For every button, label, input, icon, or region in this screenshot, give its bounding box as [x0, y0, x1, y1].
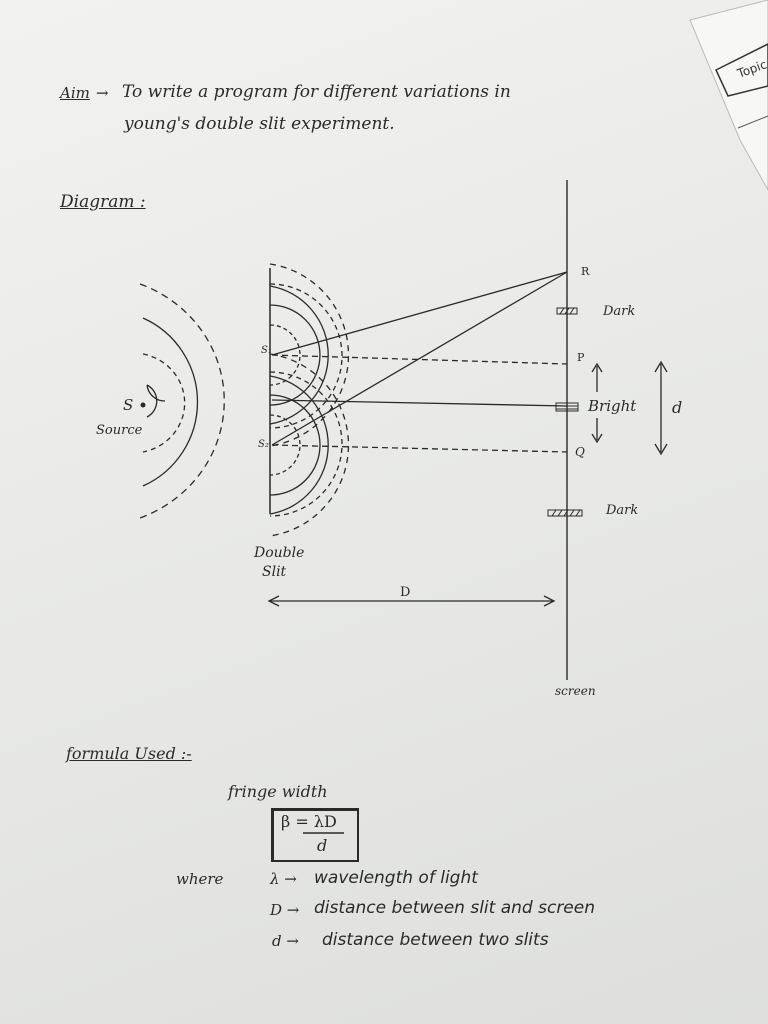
- label-s1: S₁: [261, 345, 272, 356]
- def-symbol-d: d →: [272, 932, 299, 950]
- label-bright: Bright: [588, 397, 637, 415]
- label-slit: Slit: [262, 564, 287, 580]
- where-label: where: [176, 870, 224, 888]
- fringe-width-label: fringe width: [228, 782, 328, 801]
- formula-heading: formula Used :-: [66, 744, 192, 763]
- label-source: Source: [96, 423, 143, 438]
- def-text-lambda: wavelength of light: [314, 868, 478, 888]
- def-symbol-D: D →: [270, 901, 300, 919]
- label-q: Q: [575, 445, 585, 459]
- formula-denominator: d: [317, 836, 328, 855]
- label-d-large: D: [400, 585, 411, 600]
- label-p: P: [577, 351, 585, 364]
- formula-box: [271, 808, 359, 862]
- label-dark-top: Dark: [603, 304, 636, 319]
- label-d-small: d: [672, 398, 683, 417]
- source-wave-dash-2: [142, 353, 186, 453]
- formula-numerator: β = λD: [281, 812, 337, 831]
- label-double: Double: [254, 545, 305, 561]
- label-screen: screen: [555, 684, 596, 698]
- aim-line-1: To write a program for different variati…: [122, 82, 511, 102]
- label-dark-bottom: Dark: [606, 503, 639, 518]
- aim-label: Aim: [60, 84, 90, 102]
- def-symbol-lambda: λ →: [270, 870, 297, 888]
- def-text-d: distance between two slits: [322, 930, 549, 950]
- def-text-D: distance between slit and screen: [314, 898, 595, 918]
- aim-line-2: young's double slit experiment.: [124, 114, 395, 134]
- label-source-point: S: [123, 396, 134, 414]
- source-wave-solid-2: [142, 317, 199, 487]
- diagram-heading: Diagram :: [60, 192, 146, 212]
- source-wave-1: [146, 384, 166, 418]
- label-s2: S₂: [258, 439, 269, 450]
- aim-arrow: →: [96, 84, 109, 102]
- label-r: R: [581, 265, 590, 278]
- source-dot: [140, 402, 146, 408]
